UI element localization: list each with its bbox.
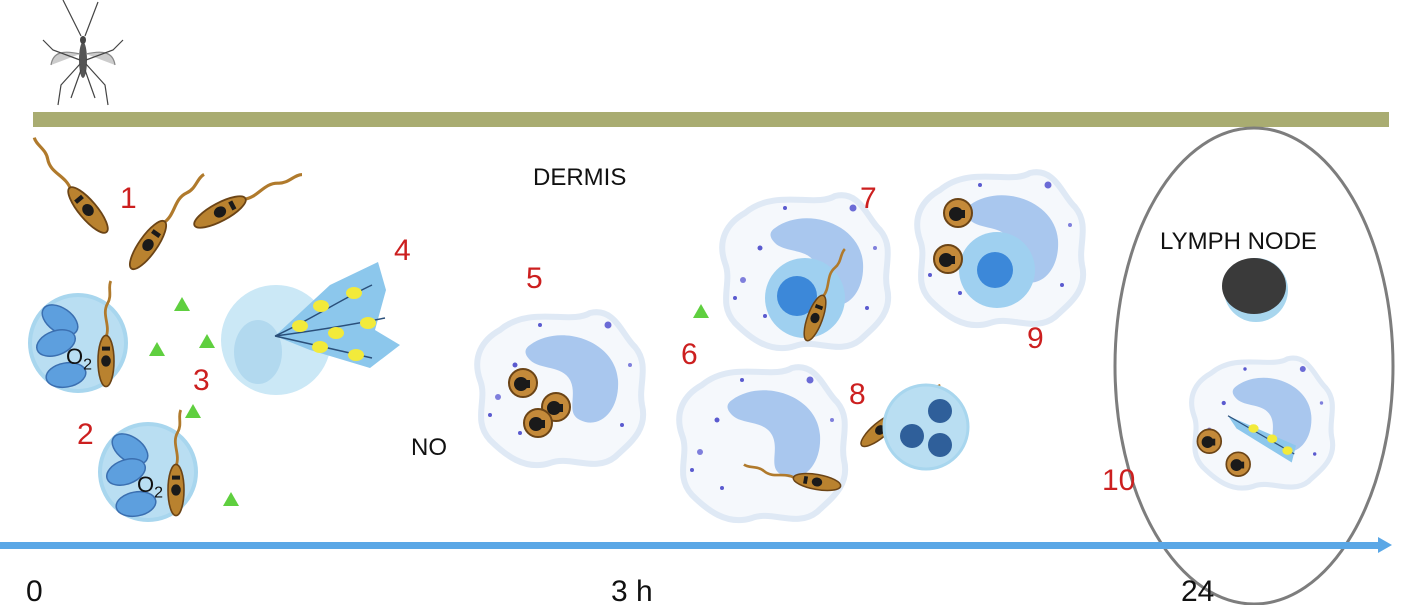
step-3-label: 3: [193, 364, 210, 397]
step-6-label: 6: [681, 338, 698, 371]
neutrophil-icon: [98, 408, 198, 522]
timeline-end-label: 24: [1181, 575, 1215, 608]
o2-label: O2: [137, 472, 164, 502]
dermis-label: DERMIS: [533, 164, 627, 191]
step-8-label: 8: [849, 378, 866, 411]
step-1-label: 1: [120, 182, 137, 215]
promastigote-group-1: [21, 133, 306, 276]
o2-label: O2: [66, 344, 93, 374]
net-releasing-cell: [221, 262, 400, 395]
lymph-node-label: LYMPH NODE: [1160, 228, 1317, 255]
step-4-label: 4: [394, 234, 411, 267]
dendritic-cell-icon: [1192, 358, 1333, 488]
step-9-label: 9: [1027, 322, 1044, 355]
step-5-label: 5: [526, 262, 543, 295]
timeline-start-label: 0: [26, 575, 43, 608]
macrophage-icon: [477, 312, 643, 465]
no-label: NO: [411, 434, 447, 461]
dendritic-cell-icon: [722, 195, 888, 348]
step-2-label: 2: [77, 418, 94, 451]
timeline-middle-label: 3 h: [611, 575, 653, 608]
parasite-neutrophil-pair: [855, 374, 970, 471]
lymphocyte-icon: [1222, 258, 1288, 322]
step-10-label: 10: [1102, 464, 1136, 497]
macrophage-icon: [917, 172, 1083, 325]
timeline-arrow: [0, 537, 1392, 553]
lymph-node-boundary: [1113, 126, 1395, 605]
neutrophil-icon: [28, 279, 128, 393]
step-7-label: 7: [860, 182, 877, 215]
skin-surface-bar: [33, 112, 1389, 127]
macrophage-icon: [679, 367, 845, 520]
mosquito-icon: [42, 0, 124, 106]
